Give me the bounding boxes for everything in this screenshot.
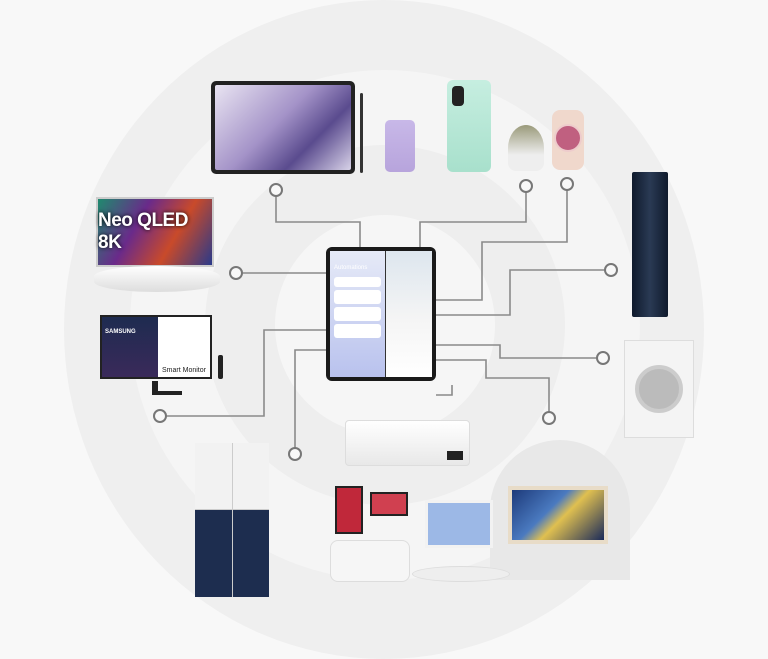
connector-fridge [294, 349, 326, 448]
connector-tablet [275, 196, 361, 248]
node-buds [519, 179, 533, 193]
node-frame [542, 411, 556, 425]
earbuds [508, 125, 544, 171]
remote-control [218, 355, 223, 379]
refrigerator [195, 443, 269, 597]
connector-watch [436, 190, 568, 301]
tv-pedestal [330, 540, 410, 582]
serif-tv-base [412, 566, 510, 582]
node-washer [596, 351, 610, 365]
smart-monitor: SAMSUNG Smart Monitor [100, 315, 212, 379]
frame-tv [508, 486, 608, 544]
neo-qled-tv: Neo QLED 8K [96, 197, 214, 267]
smartphone [447, 80, 491, 172]
tv-stand [94, 266, 220, 292]
monitor-label: Smart Monitor [162, 367, 206, 374]
node-monitor [153, 409, 167, 423]
node-tablet [269, 183, 283, 197]
tablet-screen [215, 85, 351, 170]
node-fridge [288, 447, 302, 461]
node-watch [560, 177, 574, 191]
connector-buds [419, 192, 527, 248]
tv-label: Neo QLED 8K [98, 210, 188, 253]
automations-title: Automations [334, 265, 368, 271]
connector-ac [436, 385, 453, 396]
flip-phone [385, 120, 415, 172]
rotating-tv-2 [370, 492, 408, 516]
serif-tv [425, 500, 493, 548]
rotating-tv [335, 486, 363, 534]
monitor-brand: SAMSUNG [105, 329, 136, 335]
air-dresser [632, 172, 668, 317]
connector-airdresser [436, 269, 605, 316]
node-airdresser [604, 263, 618, 277]
smartwatch [552, 110, 584, 170]
connector-frame [436, 359, 550, 412]
foldable-phone: Automations [326, 247, 436, 381]
monitor-stand [152, 381, 182, 395]
air-conditioner [345, 420, 470, 466]
washing-machine [624, 340, 694, 438]
tablet-device [211, 81, 355, 174]
connector-monitor [166, 329, 326, 417]
s-pen [360, 93, 363, 173]
connector-washer [436, 344, 597, 359]
node-tv [229, 266, 243, 280]
